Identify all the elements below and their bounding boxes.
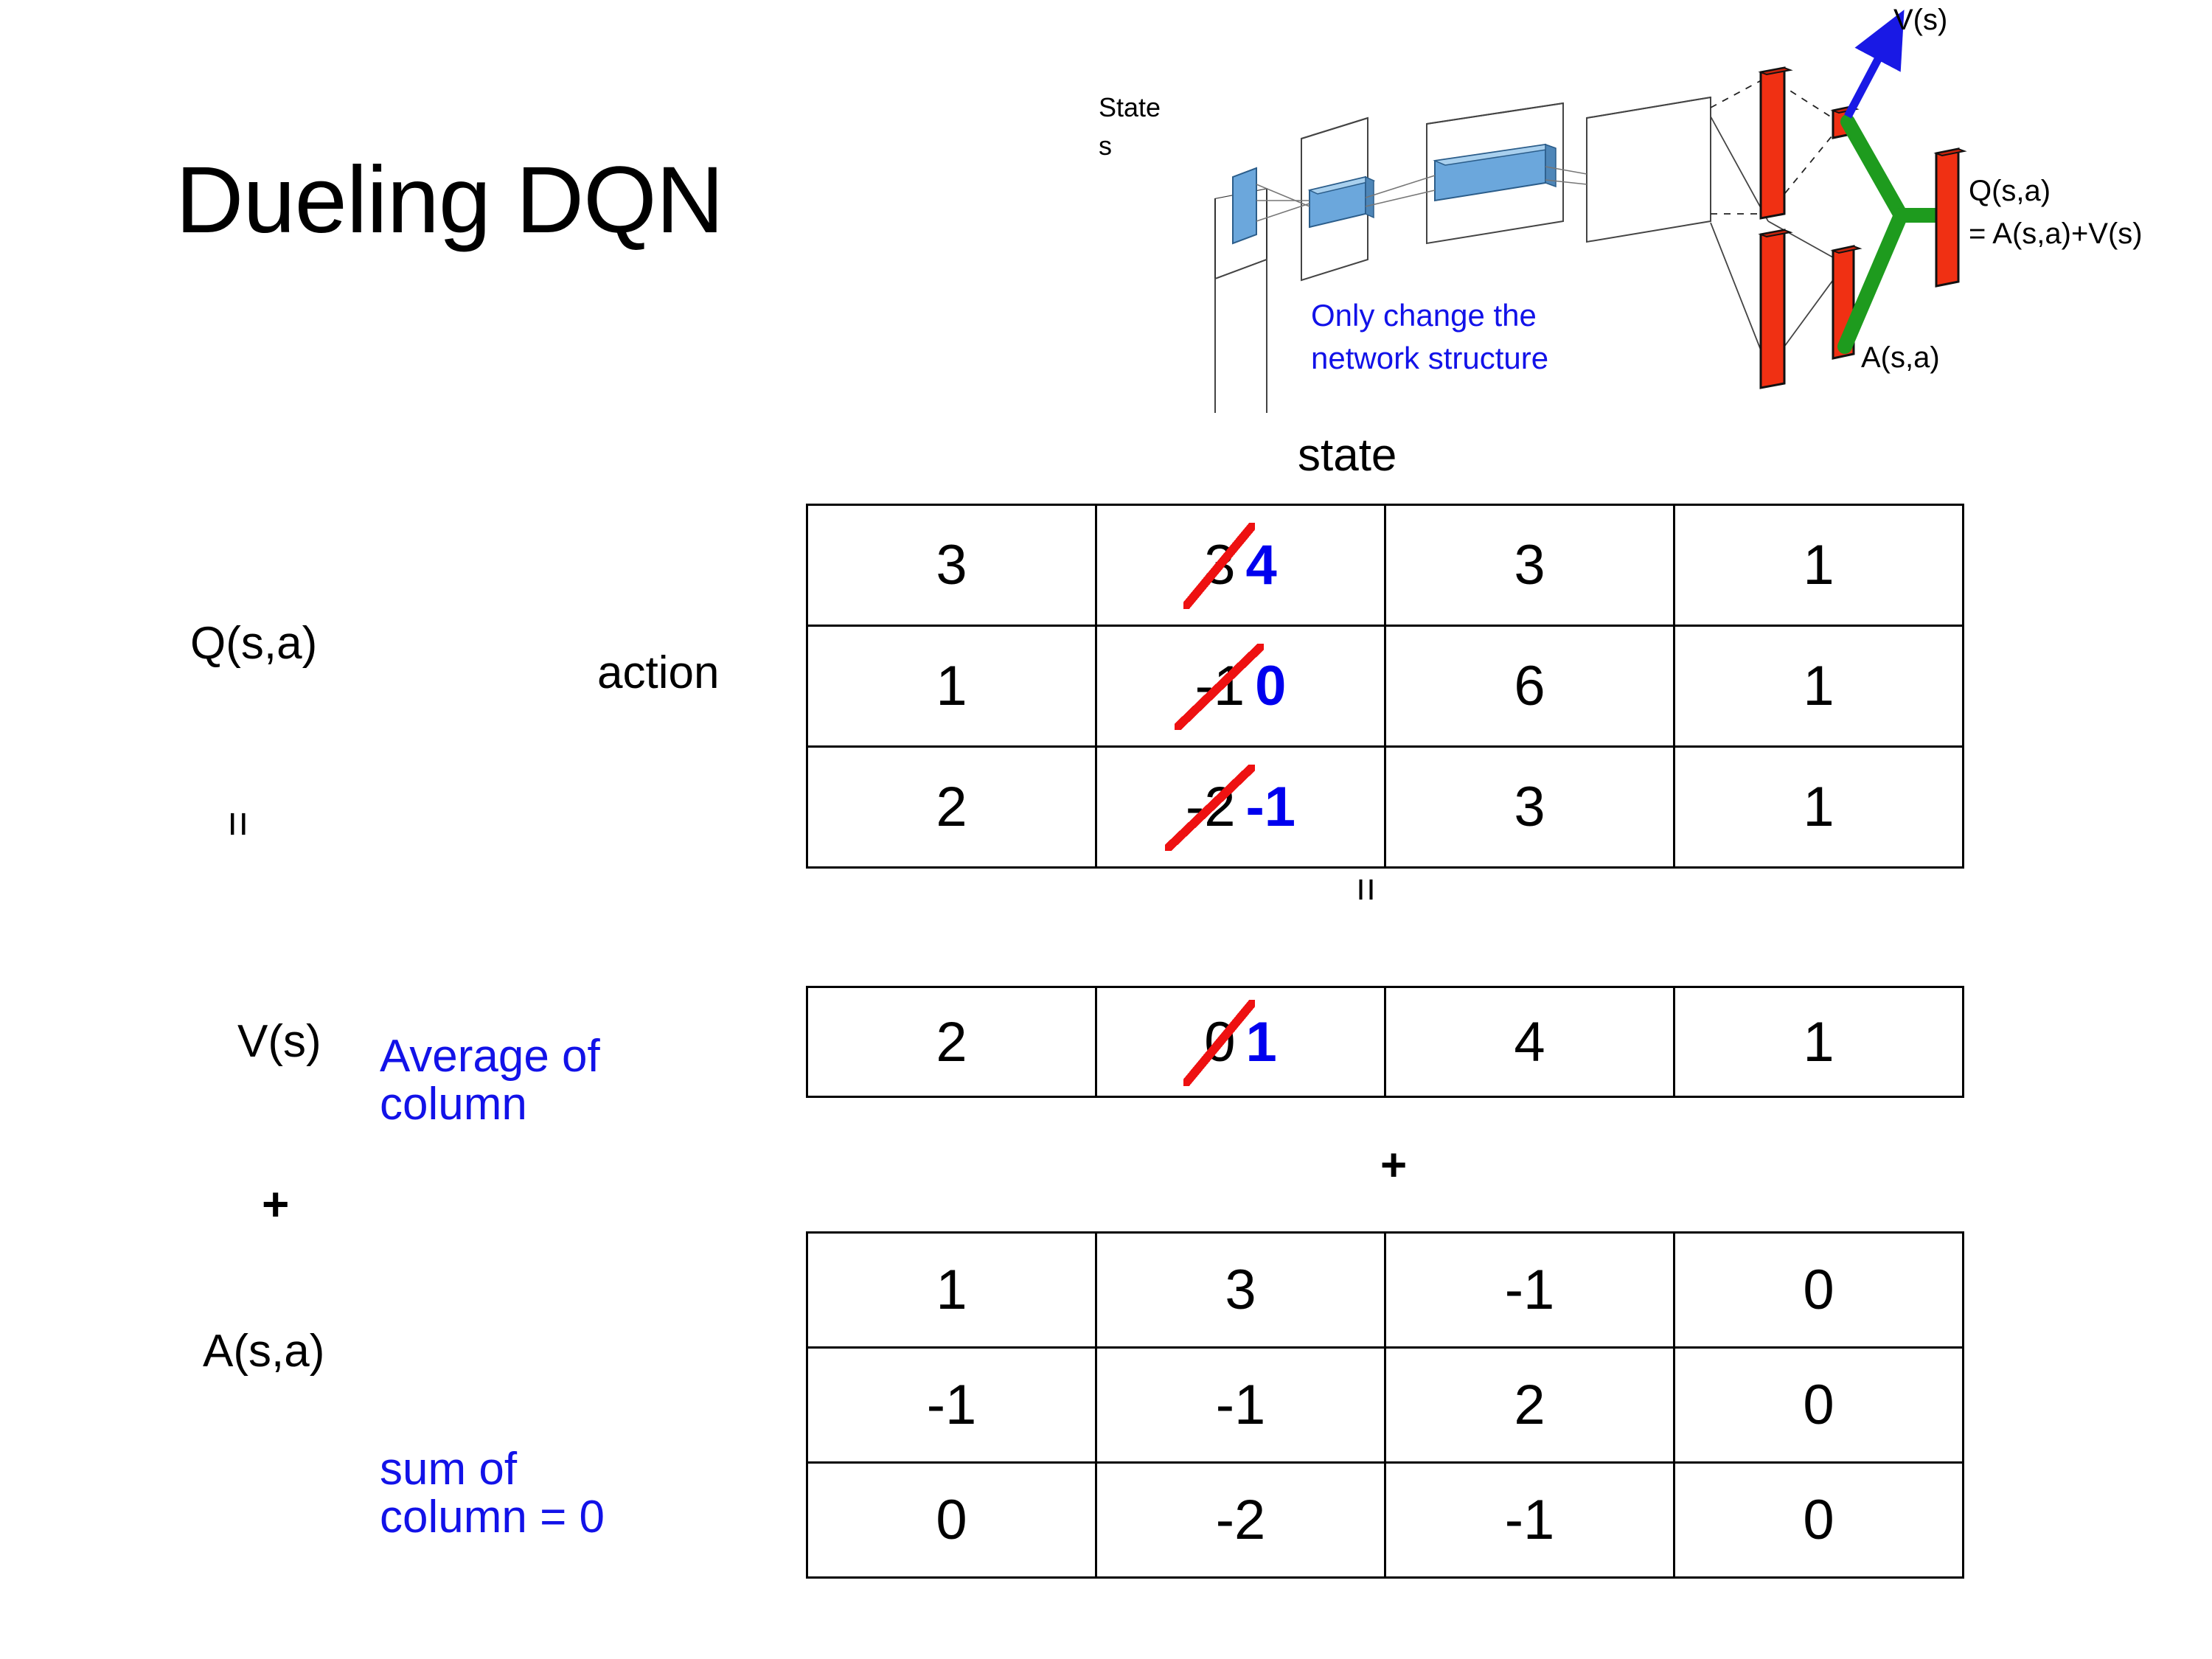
table-cell: 1 [806,625,1097,748]
diagram-output-label-line1: Q(s,a) [1969,175,2051,207]
table-cell: 6 [1384,625,1675,748]
diagram-value-label: V(s) [1893,4,1947,36]
table-cell: 4 [1384,986,1675,1098]
diagram-note-line1: Only change the [1311,298,1537,333]
table-cell: 3 [1095,1231,1386,1349]
table-cell: -1 [1384,1231,1675,1349]
dueling-network-diagram: State s V(s) A(s,a) Q(s,a) = A(s,a)+V(s)… [1091,0,2212,413]
table-cell: 0 [806,1461,1097,1579]
equals-sign-between-q-and-v: = [1343,877,1390,902]
sum-of-column-note: sum of column = 0 [380,1445,605,1541]
diagram-input-label-line2: s [1099,131,1112,161]
table-cell: -2 [1095,1461,1386,1579]
table-cell: 1 [1673,745,1964,869]
table-cell: 0 [1673,1231,1964,1349]
equals-sign-left: = [214,811,263,838]
table-cell: 2 [806,986,1097,1098]
table-cell: 2 [806,745,1097,869]
table-cell: 1 [1673,986,1964,1098]
struck-old-value: -2 [1165,765,1254,851]
average-note-line1: Average of [380,1031,600,1082]
table-cell: 3 [806,504,1097,627]
plus-sign-between-v-and-a: + [1380,1140,1408,1191]
state-axis-label: state [1298,430,1397,481]
q-table-label: Q(s,a) [190,618,318,669]
table-cell: -1 [1095,1346,1386,1464]
table-cell: 3 [1384,504,1675,627]
table-cell: 1 [806,1231,1097,1349]
a-table-label: A(s,a) [203,1326,325,1377]
table-cell: 1 [1673,625,1964,748]
plus-sign-left: + [262,1178,290,1231]
average-note-line2: column [380,1079,527,1130]
v-table-label: V(s) [237,1016,321,1067]
diagram-input-label-line1: State [1099,92,1161,122]
table-cell: -1 [1384,1461,1675,1579]
table-cell: 0 [1673,1461,1964,1579]
struck-old-value: -1 [1174,644,1264,730]
table-cell: 2 [1384,1346,1675,1464]
table-cell: 0 [1673,1346,1964,1464]
corrected-cell: -2-1 [1165,765,1295,851]
sum-note-line2: column = 0 [380,1492,605,1543]
table-cell: 3 [1384,745,1675,869]
struck-old-value: 0 [1183,999,1255,1086]
table-cell: -2-1 [1095,745,1386,869]
table-cell: 1 [1673,504,1964,627]
action-axis-label: action [597,647,720,698]
struck-old-value: 3 [1183,523,1255,609]
sum-note-line1: sum of [380,1444,518,1495]
diagram-output-label-line2: = A(s,a)+V(s) [1969,218,2143,250]
page-title: Dueling DQN [175,147,724,253]
diagram-advantage-label: A(s,a) [1861,341,1940,374]
diagram-note-line2: network structure [1311,341,1548,375]
table-cell: -1 [806,1346,1097,1464]
average-of-column-note: Average of column [380,1032,600,1128]
